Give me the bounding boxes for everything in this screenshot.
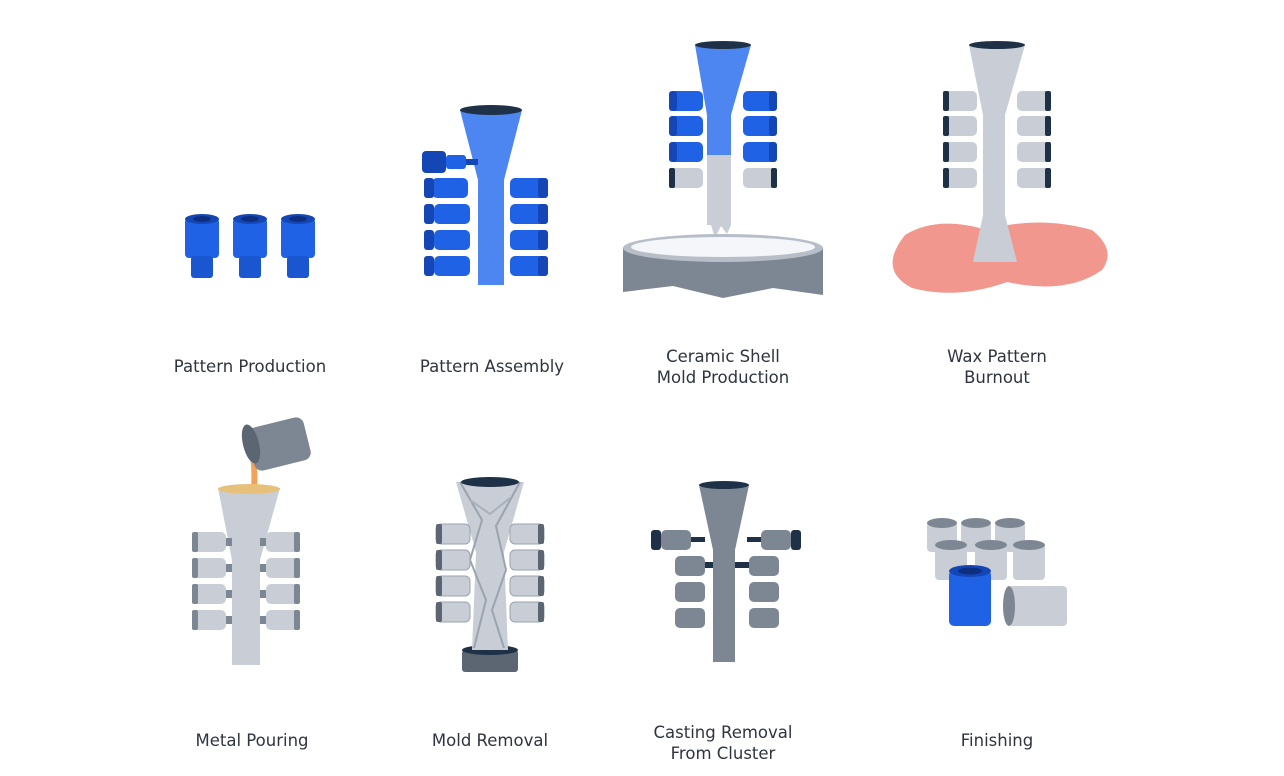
wax-tree-icon [422,105,548,285]
step-mold-removal: Mold Removal [370,410,610,750]
step-label: Mold Removal [431,731,549,750]
cutoff-icon [651,481,801,662]
step-label: Finishing [960,731,1034,750]
step-label: Pattern Assembly [419,357,565,376]
step-ceramic-shell: Ceramic Shell Mold Production [603,30,843,387]
step-label: Wax Pattern Burnout [947,347,1047,387]
step-casting-removal: Casting Removal From Cluster [603,410,843,763]
step-label: Casting Removal From Cluster [653,723,793,763]
step-label: Metal Pouring [195,731,309,750]
wax-patterns-icon [185,214,315,278]
step-label: Ceramic Shell Mold Production [656,347,790,387]
slurry-dip-icon [623,41,823,298]
step-wax-burnout: Wax Pattern Burnout [877,30,1117,387]
shell-breakout-icon [435,477,545,672]
step-pattern-production: Pattern Production [130,30,370,376]
wax-pattern-1 [185,214,219,278]
wax-pattern-2 [233,214,267,278]
step-metal-pouring: Metal Pouring [132,410,372,750]
finished-parts-icon [927,518,1067,626]
ladle-pour-icon [192,417,311,665]
burnout-icon [892,41,1108,293]
step-label: Pattern Production [173,357,327,376]
step-pattern-assembly: Pattern Assembly [372,30,612,376]
step-finishing: Finishing [877,410,1117,750]
wax-pattern-3 [281,214,315,278]
